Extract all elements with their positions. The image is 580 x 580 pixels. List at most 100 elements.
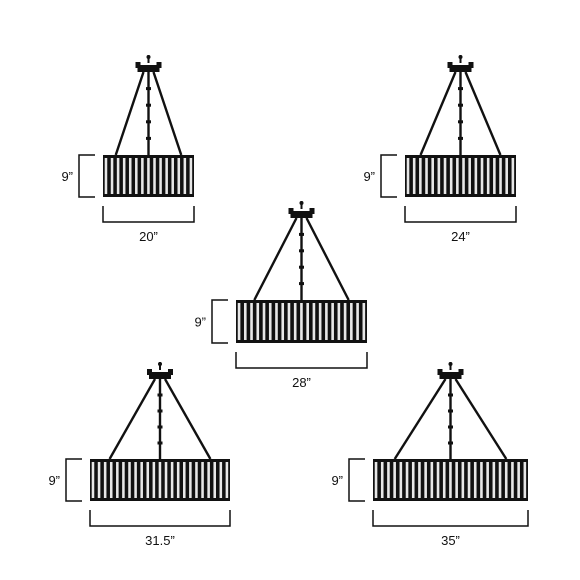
chandelier-variant: 9”31.5” [48, 362, 231, 548]
crystal-bar [431, 158, 434, 194]
support-rod-left [419, 71, 457, 156]
crystal-bar [362, 303, 366, 340]
width-label: 24” [451, 229, 470, 244]
stem-joint [157, 441, 163, 445]
stem-joint [458, 103, 463, 107]
stem-joint [458, 120, 463, 124]
crystal-bar [225, 462, 229, 498]
stem-joint [157, 425, 163, 429]
crystal-bar [492, 462, 496, 498]
crystal-bar [411, 462, 415, 498]
crystal-bar [147, 158, 150, 194]
stem-joint [157, 409, 163, 413]
crystal-bar [517, 462, 520, 498]
crystal-bar [486, 158, 490, 194]
crystal-bar [158, 462, 162, 498]
crystal-bar [504, 462, 508, 498]
crystal-bar [97, 462, 101, 498]
crystal-bar [449, 462, 452, 498]
candle-cup-right [468, 62, 474, 68]
support-rod-right [305, 217, 350, 301]
height-bracket [380, 154, 397, 198]
crystal-bar [399, 462, 403, 498]
crystal-bar [511, 158, 515, 194]
crystal-bar [480, 158, 484, 194]
crystal-bar [312, 303, 316, 340]
stem-joint [146, 87, 151, 91]
crystal-bar [281, 303, 285, 340]
candle-cup-left [288, 208, 294, 214]
crystal-bar [103, 462, 107, 498]
width-bracket [89, 510, 231, 527]
crystal-bar [116, 158, 120, 194]
width-label: 31.5” [145, 533, 175, 548]
crystal-bar [128, 158, 132, 194]
finial-knob [448, 362, 453, 366]
support-rod-right [163, 378, 212, 460]
candle-cup-right [309, 208, 315, 214]
drum-shade [405, 155, 516, 197]
crystal-bar [159, 158, 162, 194]
stem-joint [458, 87, 463, 91]
crystal-bar [406, 158, 410, 194]
height-label: 9” [331, 473, 343, 488]
crystal-bar [183, 158, 187, 194]
crystal-bar [337, 303, 341, 340]
stem-joint [299, 282, 304, 286]
crystal-bar [306, 303, 309, 340]
crystal-bar [170, 462, 174, 498]
crystal-bar [430, 462, 434, 498]
stem-joint [448, 393, 453, 397]
width-label: 35” [441, 533, 460, 548]
crystal-bar [128, 462, 131, 498]
crystal-bar [300, 303, 303, 340]
height-label: 9” [363, 169, 375, 184]
crystal-bar [374, 462, 378, 498]
width-bracket [235, 352, 368, 369]
crystal-bar [250, 303, 253, 340]
crystal-bar [393, 462, 396, 498]
height-label: 9” [61, 169, 73, 184]
support-rod-right [454, 378, 508, 460]
support-rod-left [108, 378, 157, 460]
crystal-bar [122, 462, 125, 498]
crystal-bar [436, 462, 440, 498]
crystal-bar [152, 462, 156, 498]
stem-joint [448, 425, 453, 429]
canopy [439, 372, 462, 379]
crystal-bar [511, 462, 514, 498]
stem-joint [458, 136, 463, 140]
crystal-bar [437, 158, 441, 194]
crystal-bar [189, 158, 193, 194]
candle-cup-left [447, 62, 453, 68]
crystal-bar [116, 462, 119, 498]
finial-knob [458, 55, 463, 59]
height-bracket [211, 299, 228, 344]
crystal-bar [493, 158, 496, 194]
crystal-bar [486, 462, 489, 498]
crystal-bar [419, 158, 422, 194]
crystal-bar [424, 462, 427, 498]
crystal-bar [425, 158, 428, 194]
stem-joint [146, 136, 151, 140]
candle-cup-right [168, 369, 173, 375]
crystal-bar [405, 462, 409, 498]
crystal-bar [455, 462, 458, 498]
crystal-bar [449, 158, 453, 194]
support-rod-right [152, 71, 183, 156]
chandelier-variant: 9” 35” [331, 362, 529, 548]
crystal-bar [177, 158, 181, 194]
crystal-bar [110, 158, 114, 194]
height-bracket [65, 458, 82, 502]
crystal-bar [293, 303, 297, 340]
crystal-bar [474, 158, 478, 194]
crystal-bar [140, 462, 143, 498]
chandelier-variant: 9”20” [61, 55, 195, 244]
crystal-bar [462, 158, 465, 194]
candle-cup-right [156, 62, 162, 68]
canopy [290, 211, 313, 218]
stem-joint [299, 232, 304, 236]
crystal-bar [275, 303, 278, 340]
support-rod-left [393, 378, 447, 460]
